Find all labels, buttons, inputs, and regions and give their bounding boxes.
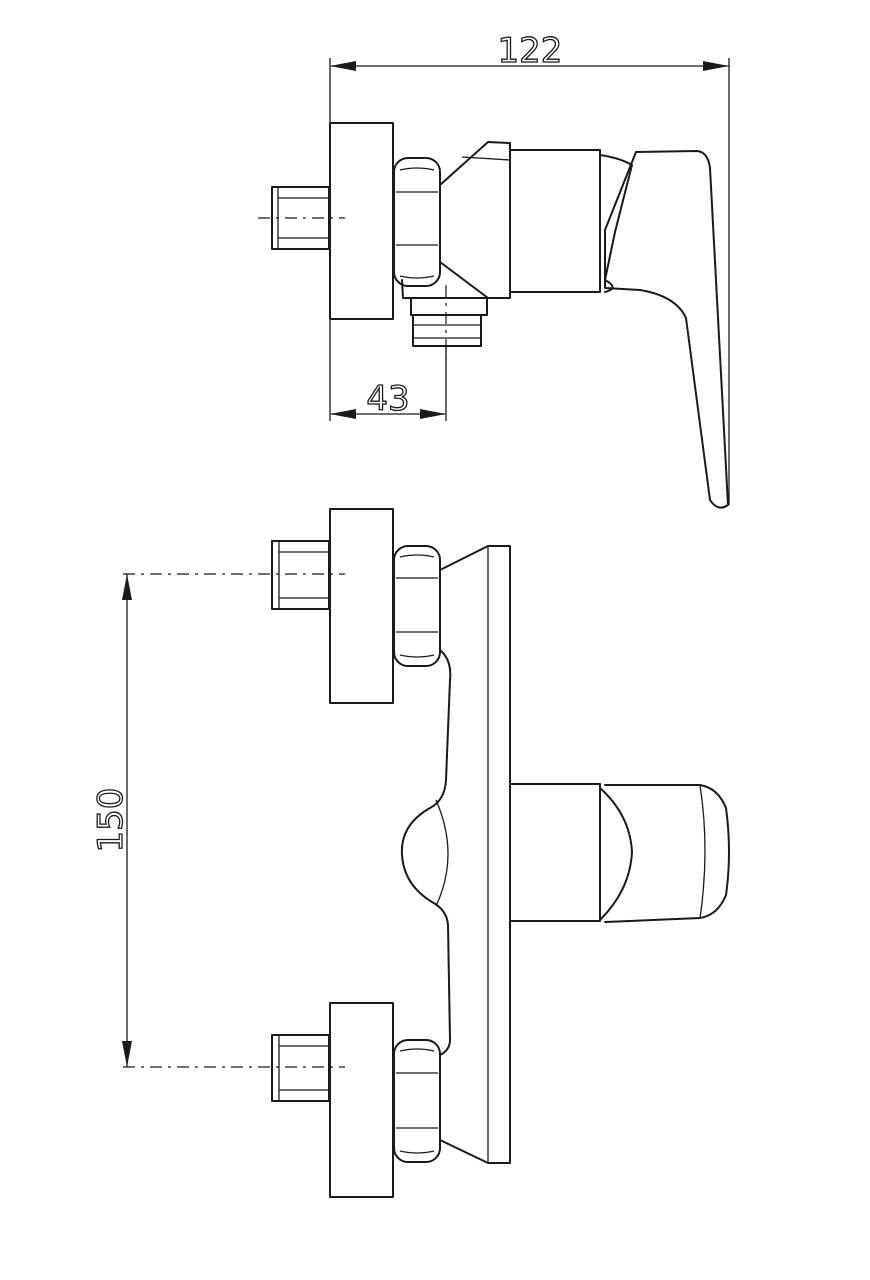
side-flange — [329, 122, 394, 320]
front-handle — [509, 783, 730, 923]
dimension-outlet-offset: 43 — [329, 320, 447, 421]
front-body — [400, 545, 511, 1164]
front-upper-inlet — [271, 508, 441, 704]
side-body — [439, 141, 633, 299]
front-view: 150 — [90, 508, 730, 1198]
dimension-overall-depth-label: 122 — [498, 31, 563, 71]
front-lower-inlet — [271, 1002, 441, 1198]
side-outlet-stub — [401, 279, 489, 360]
dimension-outlet-offset-label: 43 — [366, 379, 409, 419]
dimension-inlet-spacing: 150 — [90, 574, 132, 1067]
side-inlet-stub — [258, 186, 345, 250]
dimension-inlet-spacing-label: 150 — [91, 788, 131, 853]
dimension-overall-depth: 122 — [329, 30, 730, 505]
side-handle-lever — [604, 150, 729, 509]
side-view: 122 — [258, 30, 730, 509]
side-hex-nut — [393, 157, 441, 287]
